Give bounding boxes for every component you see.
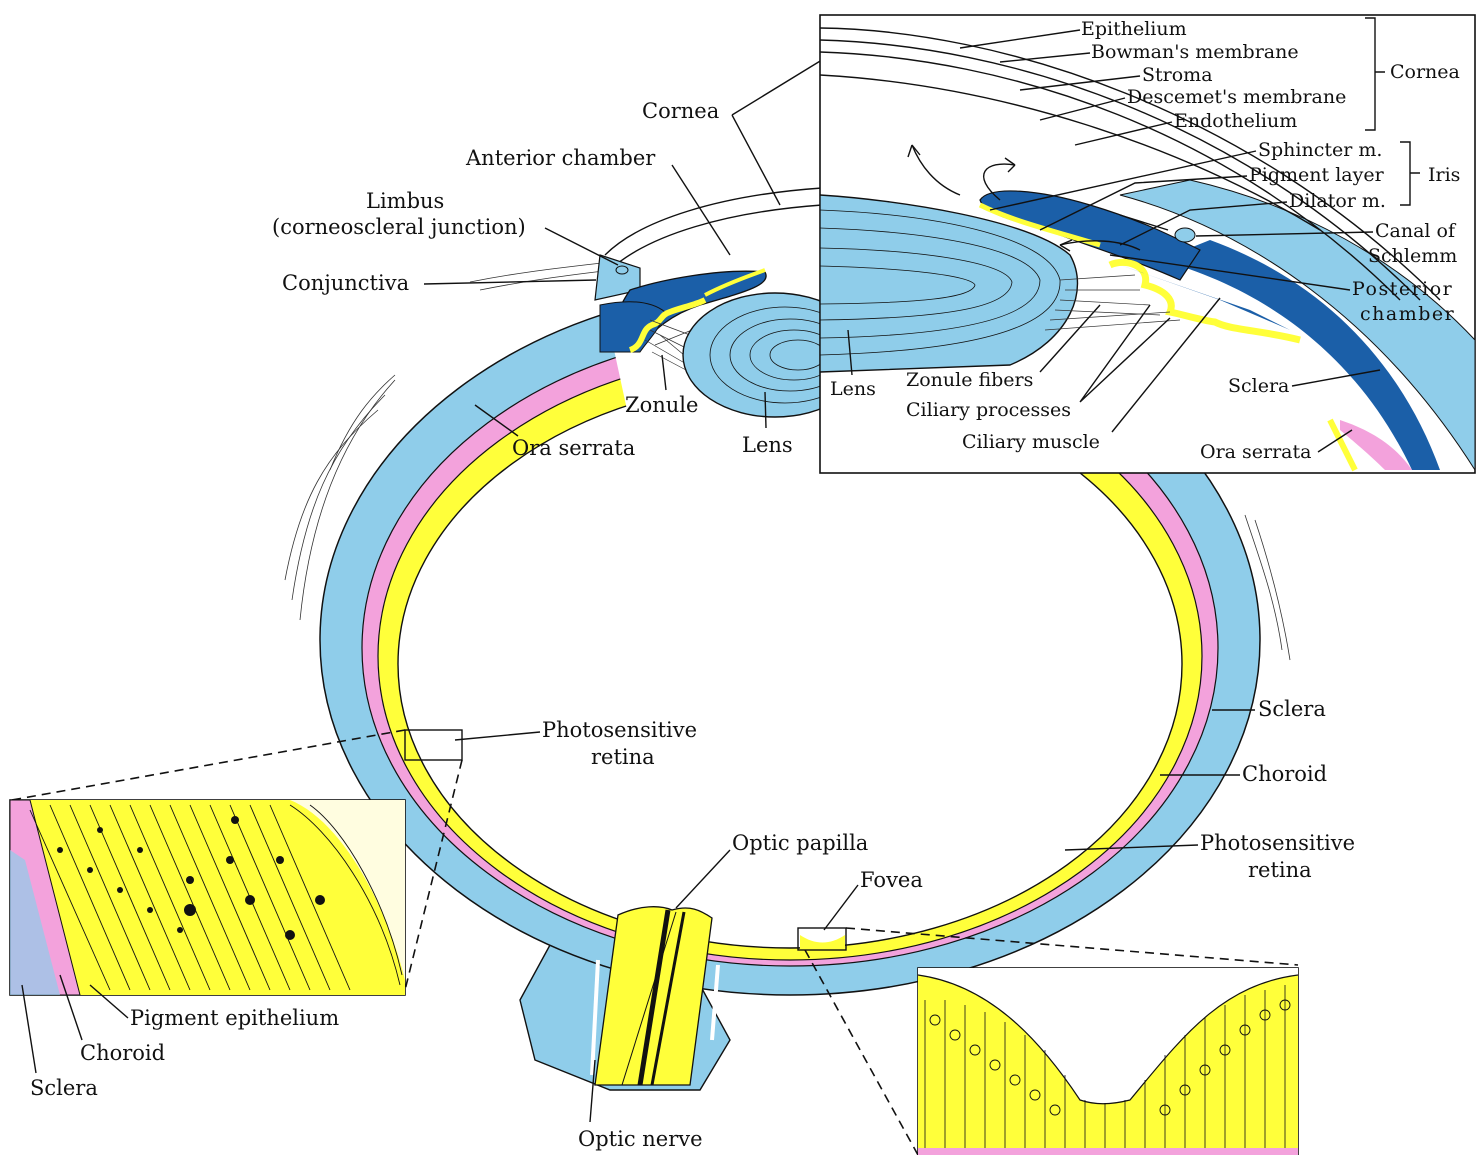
label-pigment-layer: Pigment layer: [1249, 164, 1385, 186]
label-photoretina-right-2: retina: [1248, 858, 1312, 882]
label-iris-inset: Iris: [1428, 164, 1460, 186]
label-zonule-fibers: Zonule fibers: [906, 369, 1033, 391]
label-endothelium: Endothelium: [1174, 110, 1297, 132]
label-choroid-right: Choroid: [1242, 762, 1327, 786]
label-optic-papilla: Optic papilla: [732, 831, 868, 855]
label-photoretina-left-2: retina: [591, 745, 655, 769]
label-sclera-inset-left: Sclera: [30, 1076, 98, 1100]
label-pigment-epithelium: Pigment epithelium: [130, 1006, 339, 1030]
label-dilator: Dilator m.: [1289, 190, 1386, 212]
label-posterior-2: chamber: [1360, 303, 1455, 325]
label-canal-2: Schlemm: [1368, 245, 1457, 267]
label-lens: Lens: [742, 433, 793, 457]
label-bowmans: Bowman's membrane: [1091, 41, 1299, 63]
label-conjunctiva: Conjunctiva: [282, 271, 409, 295]
label-sphincter: Sphincter m.: [1258, 139, 1382, 161]
label-ciliary-muscle: Ciliary muscle: [962, 431, 1100, 453]
label-limbus-2: (corneoscleral junction): [272, 215, 526, 239]
label-posterior-1: Posterior: [1352, 278, 1453, 300]
label-sclera-inset: Sclera: [1228, 375, 1289, 397]
label-photoretina-left-1: Photosensitive: [542, 718, 697, 742]
label-ciliary-processes: Ciliary processes: [906, 399, 1071, 421]
label-choroid-inset: Choroid: [80, 1041, 165, 1065]
label-stroma: Stroma: [1142, 64, 1213, 86]
label-descemets: Descemet's membrane: [1127, 86, 1346, 108]
label-fovea: Fovea: [860, 868, 923, 892]
label-anterior-chamber: Anterior chamber: [465, 146, 656, 170]
label-optic-nerve: Optic nerve: [578, 1127, 703, 1151]
label-sclera-right: Sclera: [1258, 697, 1326, 721]
label-zonule: Zonule: [625, 393, 698, 417]
label-limbus-1: Limbus: [366, 189, 444, 213]
label-photoretina-right-1: Photosensitive: [1200, 831, 1355, 855]
label-ora-serrata-inset: Ora serrata: [1200, 441, 1311, 463]
label-cornea-inset: Cornea: [1390, 61, 1460, 83]
inset-anterior-segment: Epithelium Bowman's membrane Stroma Desc…: [820, 15, 1475, 473]
label-lens-inset: Lens: [830, 378, 876, 400]
label-canal-1: Canal of: [1375, 220, 1457, 242]
label-epithelium: Epithelium: [1081, 18, 1187, 40]
label-cornea: Cornea: [642, 99, 719, 123]
label-ora-serrata: Ora serrata: [512, 436, 635, 460]
